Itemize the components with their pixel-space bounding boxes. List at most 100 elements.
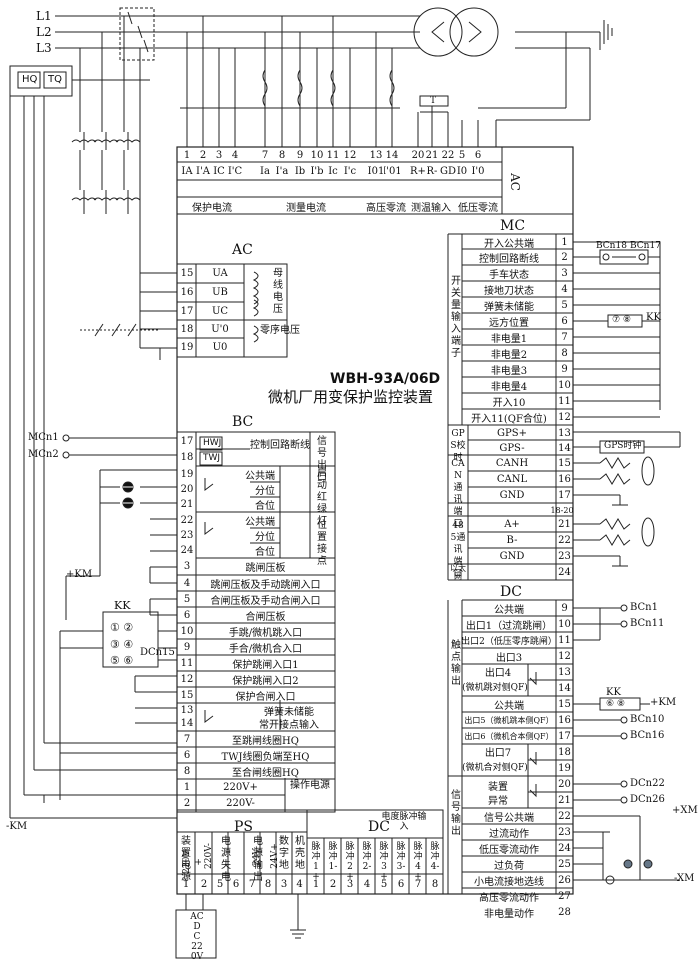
ac-top-num: 3	[215, 149, 223, 161]
ac-top-signal: Ic	[328, 165, 338, 177]
ps-label: 220V-	[204, 843, 214, 869]
dc-kk-contacts: ⑥ ⑧	[606, 699, 625, 709]
bc-group-signal: 信号出口	[317, 436, 327, 483]
bc-num: 18	[180, 451, 194, 463]
ac-top-signal: IC	[213, 165, 225, 177]
busbars	[55, 15, 600, 49]
ps-num: 3	[280, 878, 288, 890]
can-num: 15	[558, 458, 571, 469]
mc-label: 开入10	[492, 398, 526, 409]
terminal-points	[62, 253, 646, 804]
pulse-label: 脉冲4+	[413, 842, 423, 882]
ps-label: 电源输出	[253, 836, 263, 883]
line-l3: L3	[36, 41, 52, 55]
dc-label: 出口3	[495, 653, 523, 664]
ac-top-signal: I01	[368, 165, 384, 177]
gps-num: 14	[558, 442, 571, 454]
can-label: CAN通讯端口	[451, 459, 465, 529]
dc-label: 出口7	[484, 747, 512, 759]
bc-wiring	[10, 437, 177, 819]
rs485-num: 21	[558, 519, 571, 530]
pulse-num: 2	[329, 878, 337, 890]
dc-bcn11: BCn11	[630, 618, 665, 629]
kk-contacts-56: ⑤ ⑥	[110, 654, 134, 667]
dc-num: 9	[561, 603, 568, 614]
mc-num: 4	[561, 284, 568, 295]
bc-label: 手合/微机合入口	[228, 644, 303, 655]
ac-top-signal: R+	[410, 165, 426, 177]
bc-title: BC	[232, 414, 254, 430]
mc-bcn17: BCn17	[630, 241, 661, 251]
dc-num: 23	[558, 827, 571, 838]
comm-18-20: 18-20	[550, 505, 574, 515]
bc-twj: TWJ	[203, 453, 221, 463]
ac-top-signal: I'a	[275, 165, 289, 177]
ps-label: 220V+	[182, 850, 204, 874]
ac-left-title: AC	[232, 242, 253, 258]
ps-supply: AC DC 220V	[190, 912, 204, 962]
ac-group-measure: 测量电流	[286, 202, 326, 214]
mc-label: 非电量2	[490, 350, 528, 361]
dc-num: 19	[558, 763, 571, 774]
bc-label: 控制回路断线	[250, 439, 310, 451]
gps-label: GPS校时	[450, 429, 466, 463]
bc-label: 合位	[255, 501, 275, 512]
ps-num: 8	[264, 878, 272, 890]
dc-label: 出口5（微机跳本侧QF）	[464, 716, 554, 725]
rs485-num: 22	[558, 535, 571, 546]
ac-top-num: 2	[199, 149, 207, 161]
gps-signal: GPS-	[499, 442, 525, 454]
dc-label: 异常	[488, 795, 508, 807]
dc-xm-plus: +XM	[672, 805, 698, 816]
can-num: 17	[558, 490, 571, 501]
dc-bcn16: BCn16	[630, 730, 665, 741]
ps-label: 数字地	[279, 836, 289, 871]
ac-left-bus-voltage: 母线电压	[273, 268, 283, 315]
ps-title: PS	[234, 819, 254, 835]
ac-top-num: 12	[343, 149, 357, 161]
transformer-icon	[413, 7, 499, 57]
mc-num: 9	[561, 364, 568, 375]
bc-label: 分位	[255, 486, 275, 497]
ps-num: 1	[182, 878, 190, 890]
dc-num: 15	[558, 699, 571, 710]
dc-num: 18	[558, 747, 571, 758]
ground-icon	[565, 20, 613, 108]
pulse-label: 脉冲4-	[430, 842, 440, 872]
dc-contact-label: 触点输出	[451, 640, 461, 687]
bc-label: 公共端	[245, 516, 275, 528]
ac-top-signal: I'C	[227, 165, 243, 177]
ac-top-num: 5	[458, 149, 466, 161]
dc-dcn22: DCn22	[630, 778, 665, 789]
bc-num: 6	[183, 610, 191, 621]
dc-num: 27	[558, 891, 571, 902]
mc-label: 接地刀状态	[484, 286, 534, 297]
bc-label: 弹簧未储能	[264, 707, 314, 717]
ac-tag: AC	[507, 173, 522, 191]
dc-num: 12	[558, 651, 571, 662]
ac-top-num: 22	[441, 149, 455, 161]
ac-top-num: 9	[296, 149, 304, 161]
pulse-label: 脉冲3-	[396, 842, 406, 872]
bc-num: 1	[183, 782, 191, 793]
bc-label: 保护跳闸入口2	[232, 676, 299, 687]
ac-left-signal: UC	[211, 306, 229, 317]
ac-left-signal: UA	[212, 268, 228, 279]
ac-left-num: 16	[180, 287, 194, 298]
pulse-num: 8	[431, 878, 439, 890]
ct-coils	[71, 16, 141, 214]
gps-signal: GPS+	[497, 427, 527, 439]
ac-left-num: 15	[180, 268, 194, 279]
dc-num: 20	[558, 779, 571, 790]
pulse-label: 脉冲1-	[328, 842, 338, 872]
dc-label: (微机合对侧QF)	[462, 762, 528, 773]
ac-top-num: 6	[474, 149, 482, 161]
bc-label: 跳闸压板	[245, 563, 286, 574]
breaker-icon	[119, 7, 155, 61]
bc-label: 常开接点输入	[259, 720, 319, 730]
bc-num: 8	[183, 766, 191, 777]
tq-label: TQ	[48, 74, 62, 85]
pulse-label: 脉冲1+	[311, 842, 321, 882]
rs485-signal: GND	[499, 551, 525, 562]
dc-bottom-title: DC	[368, 819, 390, 835]
